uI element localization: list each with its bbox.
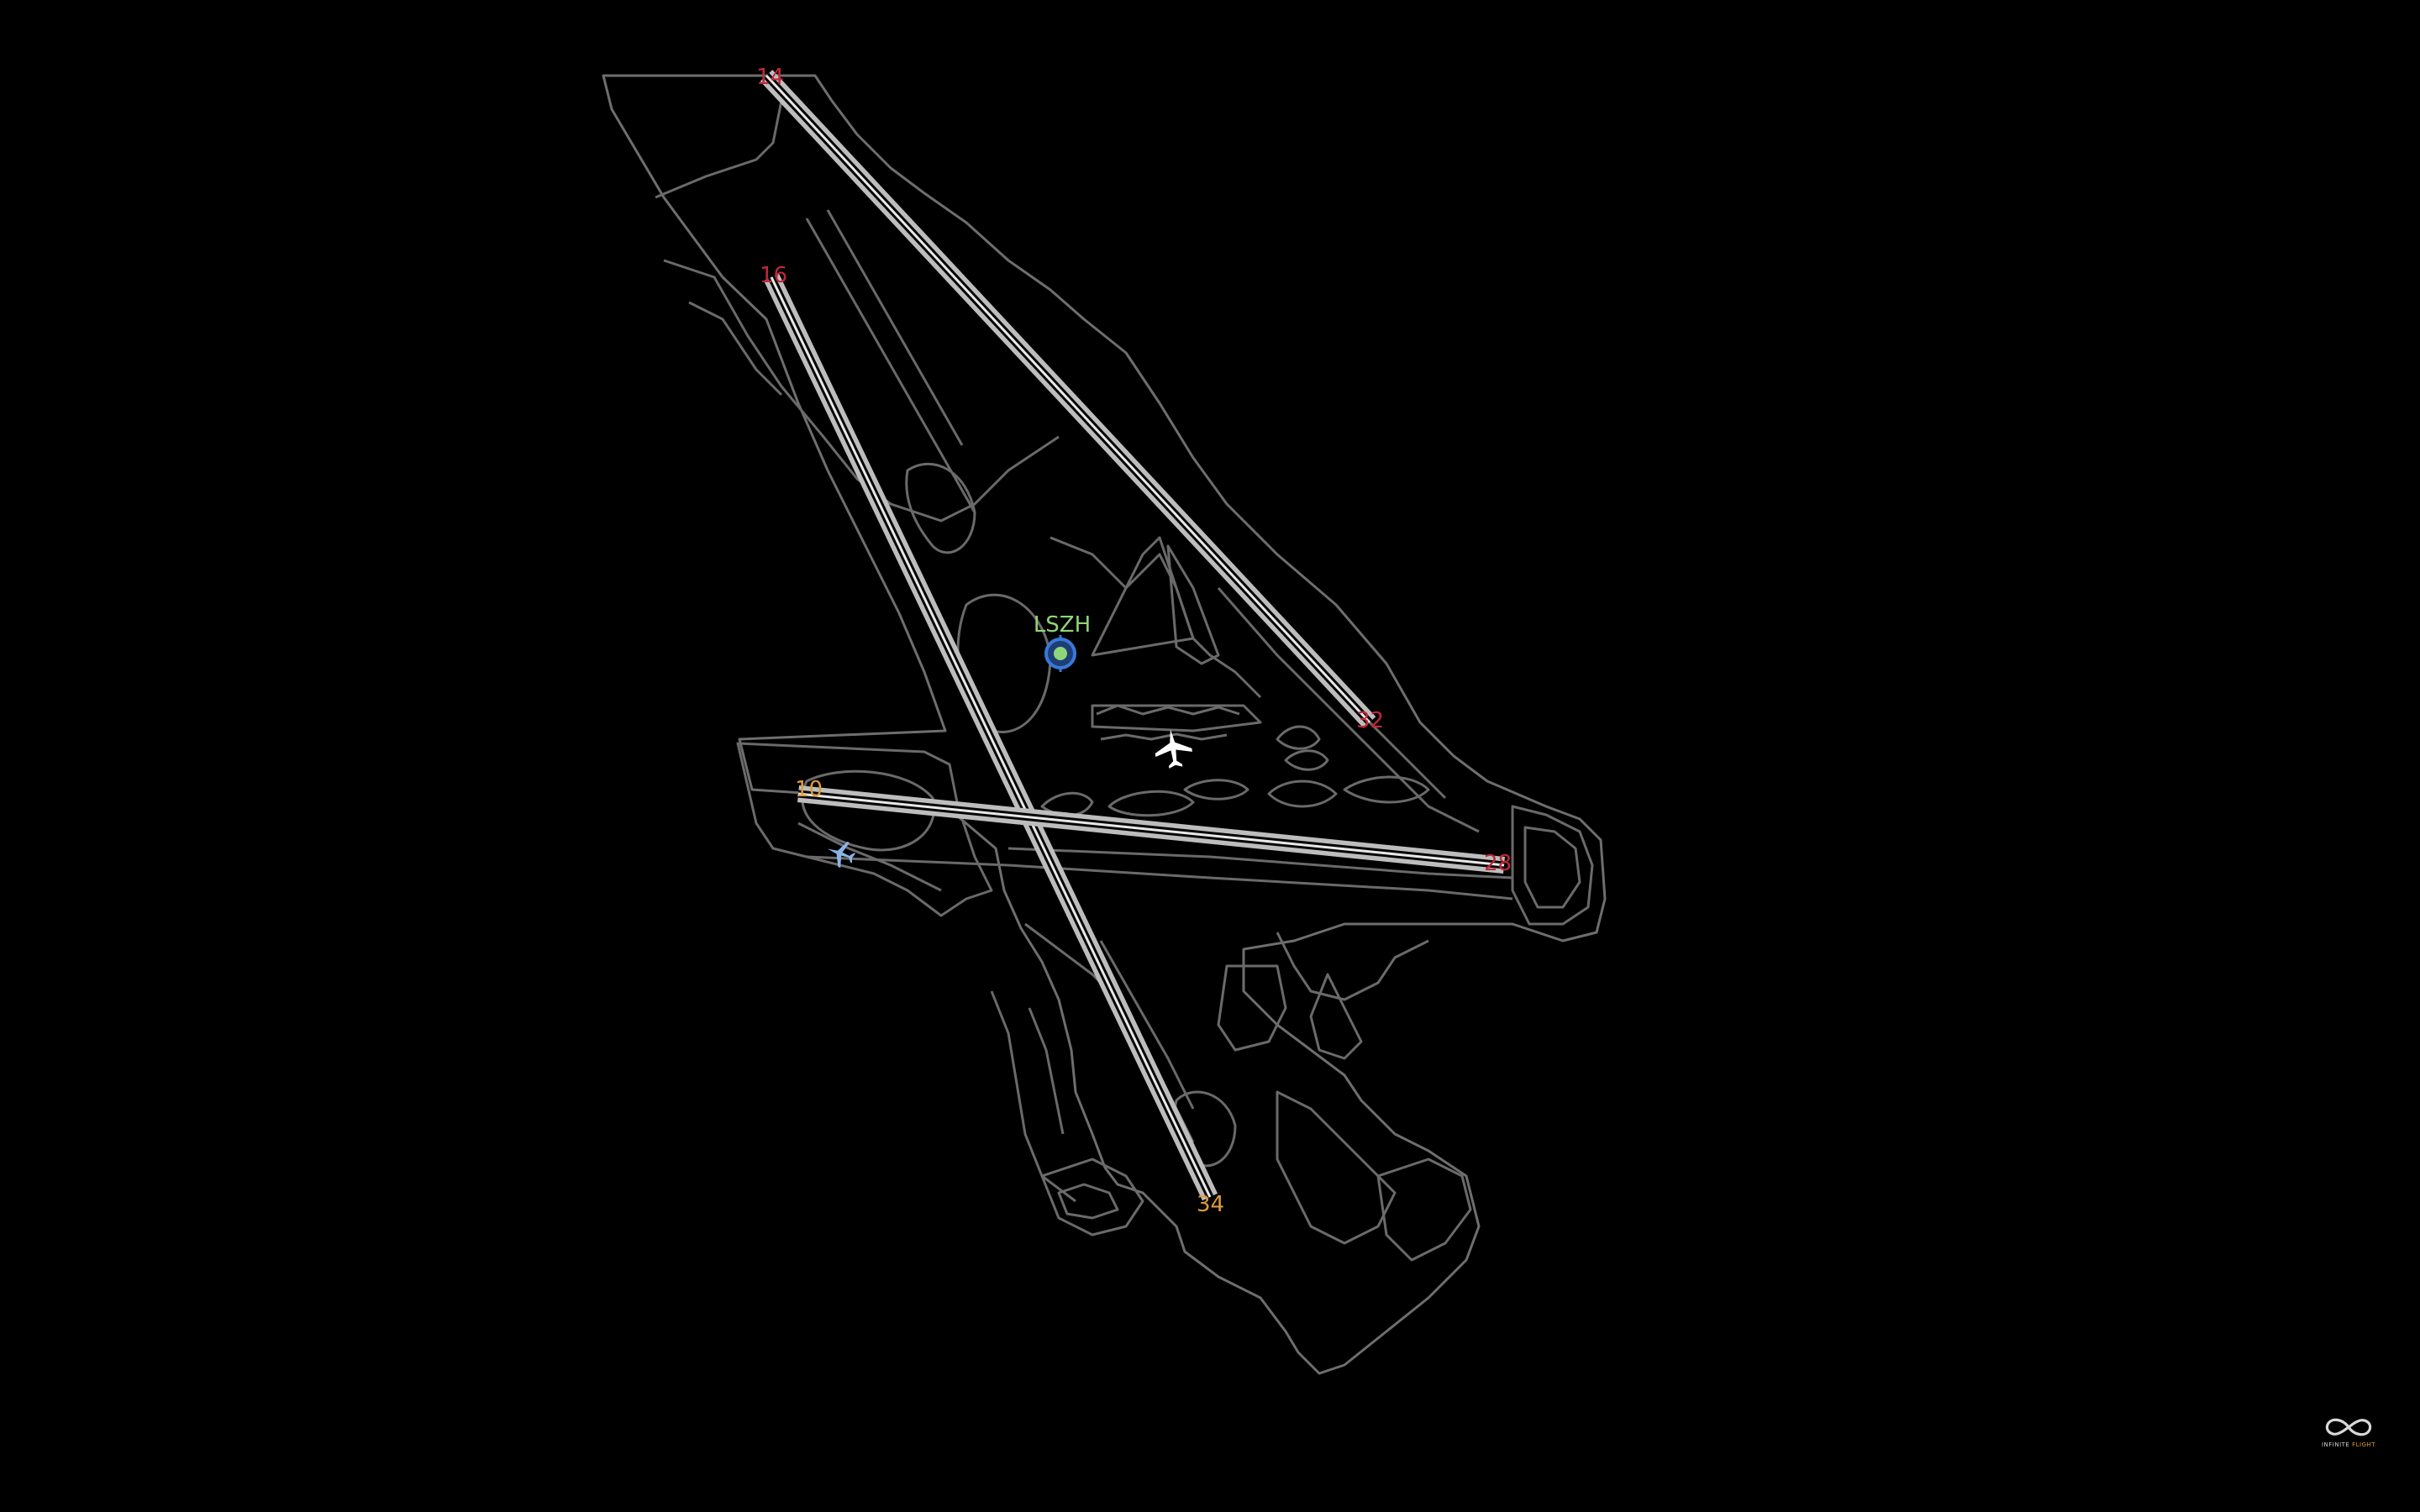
north-parallel-taxiway	[805, 218, 976, 513]
terminal-pier-a	[1096, 704, 1240, 716]
south-parallel-taxiway-2	[1099, 940, 1195, 1110]
hangar-complex	[1040, 1158, 1144, 1236]
airport-code-label[interactable]: LSZH	[1034, 612, 1091, 638]
brand-logo: INFINITE FLIGHT	[2309, 1415, 2388, 1462]
apron-loop-2	[1183, 779, 1249, 801]
west-loop	[801, 769, 935, 852]
brand-name: INFINITE FLIGHT	[2322, 1441, 2375, 1448]
east-terminal-outline	[1276, 932, 1429, 1001]
brand-word-2: FLIGHT	[2352, 1441, 2376, 1448]
west-taxiway	[797, 822, 942, 892]
north-field-outline	[655, 75, 783, 199]
runway-16-34	[763, 273, 1218, 1201]
runway-14-32	[760, 70, 1376, 728]
infinity-icon	[2325, 1418, 2372, 1436]
east-runway-end-inner	[1523, 826, 1581, 909]
eastern-taxiway	[1217, 587, 1480, 833]
apron-loop-1	[1107, 790, 1195, 817]
apron-loop-4	[1284, 749, 1329, 771]
runway-10-parallel-taxiway-2	[1007, 847, 1513, 879]
east-terminal-block	[1309, 973, 1363, 1060]
runway-label-32[interactable]: 32	[1356, 708, 1384, 733]
traffic-airplane-icon[interactable]	[823, 836, 858, 870]
runway-label-14[interactable]: 14	[756, 65, 784, 90]
apron-loop-7	[1343, 775, 1430, 804]
hangar-complex-inner	[1057, 1183, 1119, 1220]
midfield-loop-2	[905, 462, 976, 554]
north-apron-triangle-2	[1166, 544, 1220, 665]
brand-word-1: INFINITE	[2321, 1441, 2350, 1448]
south-east-building	[1376, 1158, 1472, 1262]
runway-10-28	[797, 785, 1506, 874]
runway-label-28[interactable]: 28	[1484, 851, 1512, 876]
airport-boundary	[602, 74, 1607, 1375]
south-taxiway-a	[990, 990, 1076, 1203]
runway-label-10[interactable]: 10	[795, 777, 823, 802]
south-taxiway-b	[1028, 1007, 1065, 1135]
terminal-outline	[1091, 704, 1262, 732]
cargo-area	[1217, 964, 1287, 1052]
apron-loop-3	[1267, 780, 1338, 808]
north-road-outline	[663, 259, 1060, 522]
runway-label-16[interactable]: 16	[760, 263, 787, 288]
north-apron-triangle	[1091, 536, 1195, 657]
west-apron-outline	[736, 742, 993, 917]
apron-loop-5	[1276, 725, 1321, 750]
east-runway-end-area	[1511, 805, 1594, 926]
south-terminal-block	[1276, 1090, 1397, 1245]
northwest-road	[688, 301, 783, 396]
north-parallel-taxiway-2	[826, 209, 964, 446]
terminal-pier-b	[1100, 732, 1228, 741]
airplane-icon[interactable]	[1152, 727, 1194, 770]
runway-10-parallel-taxiway	[806, 855, 1513, 900]
airport-marker-icon[interactable]	[1044, 635, 1076, 672]
runway-label-34[interactable]: 34	[1197, 1192, 1224, 1217]
